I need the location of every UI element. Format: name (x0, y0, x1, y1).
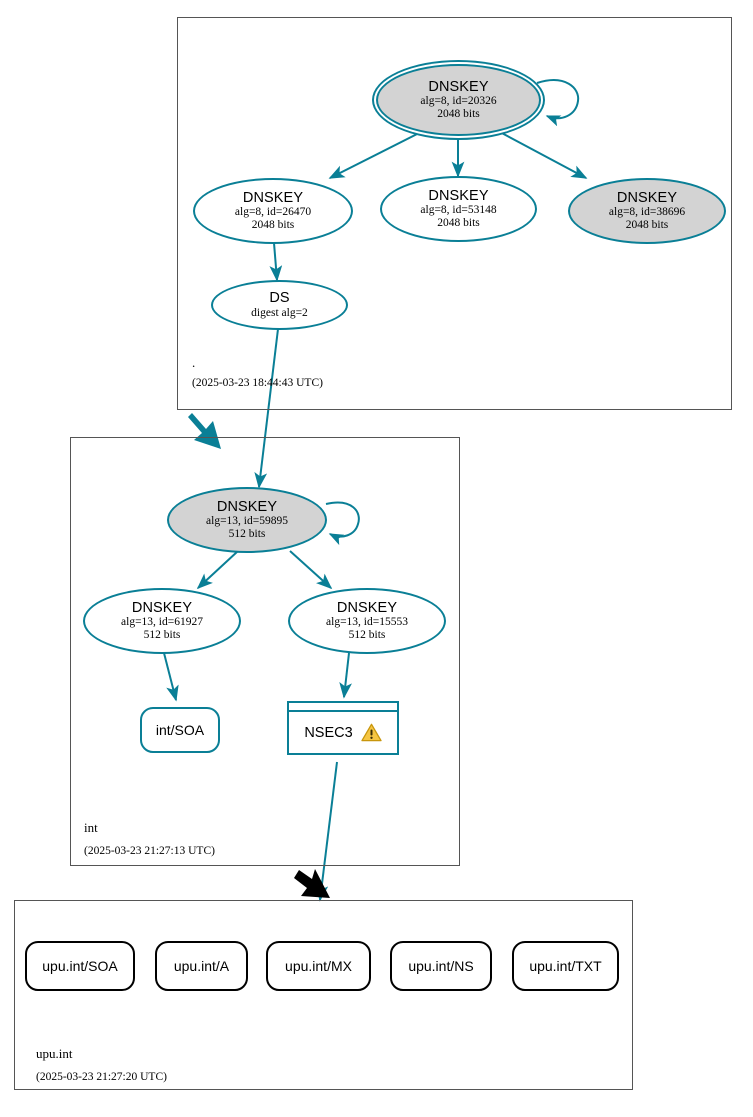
node-keysize: 512 bits (143, 629, 181, 642)
rrset-upu-int-txt[interactable]: upu.int/TXT (512, 941, 619, 991)
node-dnskey-root-zsk-53148[interactable]: DNSKEY alg=8, id=53148 2048 bits (380, 176, 537, 242)
warning-triangle-icon (361, 723, 382, 742)
node-dnskey-int-zsk-61927[interactable]: DNSKEY alg=13, id=61927 512 bits (83, 588, 241, 654)
node-keysize: 512 bits (228, 528, 266, 541)
node-title: DNSKEY (616, 190, 678, 206)
zone-label-root-timestamp: (2025-03-23 18:44:43 UTC) (192, 377, 323, 389)
node-params: alg=8, id=38696 (608, 206, 686, 219)
zone-box-upu-int (14, 900, 633, 1090)
node-params: alg=8, id=53148 (420, 204, 497, 217)
node-title: DNSKEY (336, 600, 398, 616)
node-title: DNSKEY (428, 188, 489, 204)
node-dnskey-root-zsk-26470[interactable]: DNSKEY alg=8, id=26470 2048 bits (193, 178, 353, 244)
rrset-label: upu.int/SOA (42, 958, 118, 974)
rrset-label: int/SOA (155, 722, 205, 738)
node-nsec3[interactable]: NSEC3 (287, 701, 399, 761)
rrset-label: upu.int/NS (408, 958, 474, 974)
nsec3-header-bar (287, 701, 399, 712)
node-params: digest alg=2 (251, 306, 308, 319)
delegation-arrow-int-to-upu-int-insecure (294, 869, 330, 898)
zone-box-int (70, 437, 460, 866)
zone-label-root-name: . (192, 355, 196, 370)
zone-label-upu-int-timestamp: (2025-03-23 21:27:20 UTC) (36, 1071, 167, 1083)
rrset-int-soa[interactable]: int/SOA (140, 707, 220, 753)
node-title: DNSKEY (131, 600, 193, 616)
rrset-upu-int-mx[interactable]: upu.int/MX (266, 941, 371, 991)
node-dnskey-int-ksk-59895[interactable]: DNSKEY alg=13, id=59895 512 bits (167, 487, 327, 553)
rrset-upu-int-soa[interactable]: upu.int/SOA (25, 941, 135, 991)
node-title: DS (269, 290, 290, 307)
node-dnskey-int-zsk-15553[interactable]: DNSKEY alg=13, id=15553 512 bits (288, 588, 446, 654)
zone-label-int-timestamp: (2025-03-23 21:27:13 UTC) (84, 845, 215, 857)
rrset-label: upu.int/A (173, 958, 230, 974)
node-params: alg=13, id=59895 (206, 515, 288, 528)
node-title: DNSKEY (428, 79, 489, 95)
zone-label-upu-int-name: upu.int (36, 1046, 73, 1061)
node-keysize: 2048 bits (437, 108, 480, 121)
zone-box-root (177, 17, 732, 410)
node-params: alg=13, id=15553 (326, 616, 408, 629)
node-keysize: 2048 bits (251, 219, 295, 232)
nsec3-label: NSEC3 (304, 724, 353, 741)
node-dnskey-root-zsk-38696[interactable]: DNSKEY alg=8, id=38696 2048 bits (568, 178, 726, 244)
node-ds-root[interactable]: DS digest alg=2 (211, 280, 348, 330)
rrset-upu-int-ns[interactable]: upu.int/NS (390, 941, 492, 991)
nsec3-body: NSEC3 (287, 712, 399, 755)
rrset-label: upu.int/MX (285, 958, 352, 974)
node-keysize: 2048 bits (437, 217, 480, 230)
node-params: alg=8, id=20326 (420, 95, 497, 108)
rrset-label: upu.int/TXT (529, 958, 602, 974)
node-dnskey-root-ksk-20326[interactable]: DNSKEY alg=8, id=20326 2048 bits (376, 64, 541, 136)
rrset-upu-int-a[interactable]: upu.int/A (155, 941, 248, 991)
node-title: DNSKEY (242, 190, 304, 206)
node-title: DNSKEY (216, 499, 278, 515)
node-params: alg=8, id=26470 (234, 206, 312, 219)
node-params: alg=13, id=61927 (121, 616, 203, 629)
node-keysize: 512 bits (348, 629, 386, 642)
zone-label-int-name: int (84, 820, 98, 835)
node-keysize: 2048 bits (625, 219, 669, 232)
